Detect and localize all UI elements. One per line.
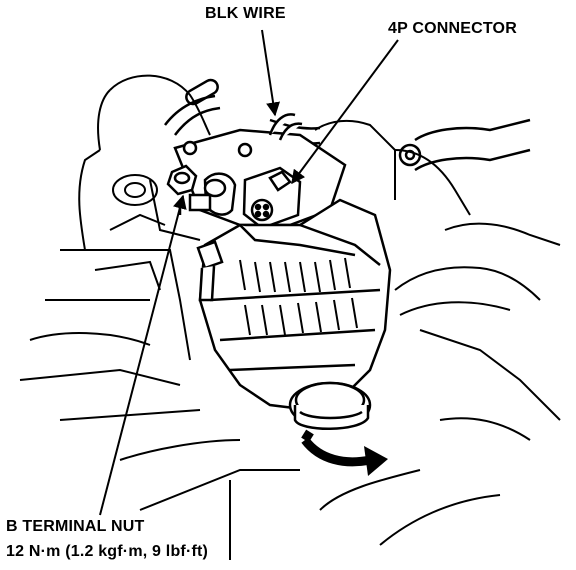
alternator-body [198,198,392,412]
torque-spec-label: 12 N·m (1.2 kgf·m, 9 lbf·ft) [6,543,209,560]
engine-bracket [94,174,166,291]
b-terminal-nut [166,164,198,215]
label-leaders [99,29,399,516]
b-terminal-nut-label: B TERMINAL NUT [6,518,145,535]
connector-4p-leader [291,39,399,185]
removal-direction-arrow [301,429,388,476]
engine-block-background [19,74,561,560]
connector-4p [242,166,302,230]
alternator-pulley [288,381,372,430]
alternator-fins [239,257,358,336]
blk-wire-label: BLK WIRE [205,5,286,22]
b-terminal-nut-leader [99,194,187,516]
terminal-stud [196,240,224,302]
blk-wire-leader [261,29,281,117]
connector-4p-label: 4P CONNECTOR [388,20,517,37]
blk-wire-connector [188,113,303,216]
